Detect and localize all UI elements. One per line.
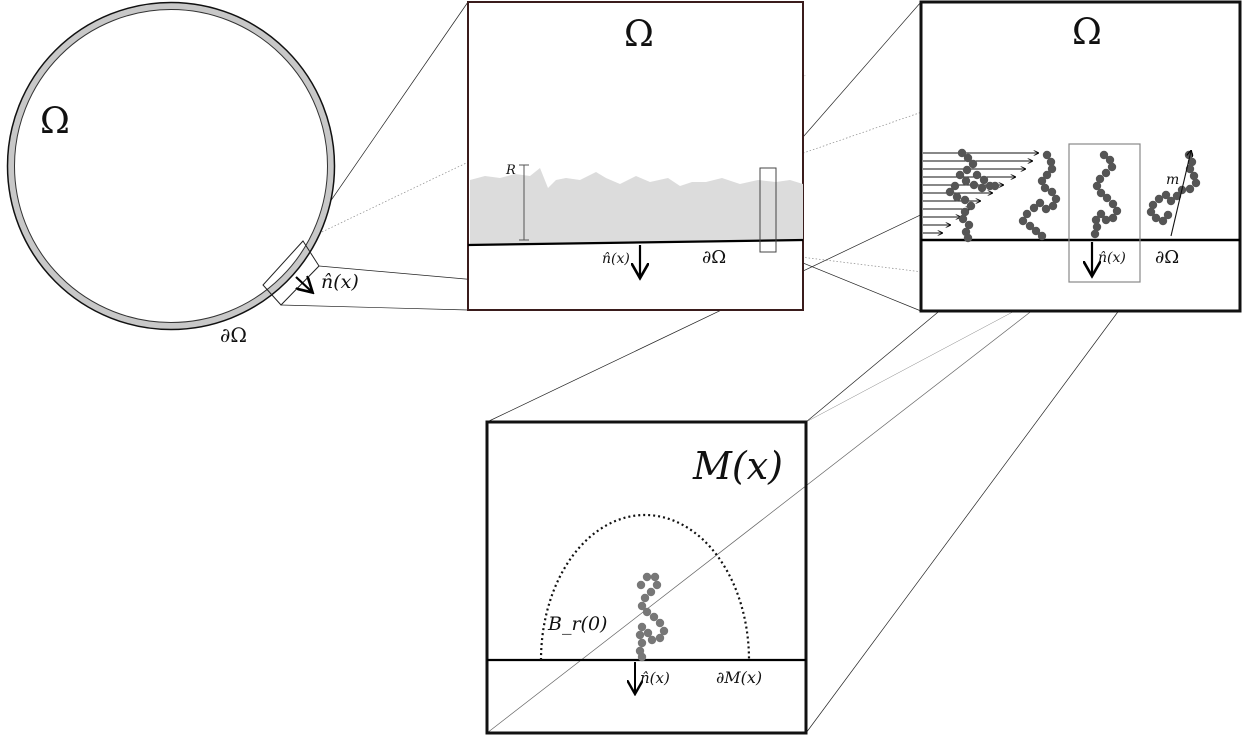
panel-polymer-chains: Ω m n̂(x) ∂Ω: [919, 0, 1242, 313]
normal-arrow: [295, 277, 311, 291]
panel4-frame: [485, 420, 808, 735]
ball-boundary: [539, 513, 751, 661]
domain-label: Ω: [624, 14, 654, 55]
normal-label: n̂(x): [321, 271, 359, 293]
zoom-box-rect: [262, 240, 320, 306]
polymer-chain-single: [635, 572, 669, 662]
ball-label: B_r(0): [547, 613, 607, 635]
normal-label: n̂(x): [640, 669, 670, 687]
boundary-label: ∂Ω: [1155, 247, 1179, 268]
domain-circle-outline: [6, 1, 336, 331]
panel-circle-domain: Ω n̂(x) ∂Ω: [6, 1, 359, 347]
panel2-boundary-line: [467, 238, 804, 247]
domain-label: Ω: [40, 101, 70, 142]
panel-rough-surface: Ω R n̂(x) ∂Ω: [467, 1, 804, 311]
velocity-profile-arrows: [923, 153, 1038, 233]
panel2-frame: [467, 1, 804, 311]
normal-label: n̂(x): [602, 251, 630, 267]
domain-label: M(x): [692, 444, 783, 488]
boundary-label: ∂Ω: [220, 323, 247, 347]
roughness-label: R: [505, 163, 516, 178]
polymer-chain-3: [1090, 150, 1122, 239]
domain-circle-wall: [7, 2, 335, 330]
chain-length-label: m: [1166, 172, 1179, 188]
adsorbed-layer: [470, 168, 803, 245]
boundary-label: ∂Ω: [702, 247, 726, 268]
zoom-box-rect-2: [759, 167, 777, 253]
polymer-chain-1: [945, 148, 1000, 243]
zoom-box-rect-3: [1068, 143, 1141, 283]
chain-end-vector: [1170, 151, 1191, 237]
normal-label: n̂(x): [1098, 250, 1126, 266]
polymer-chain-2: [1018, 150, 1061, 241]
domain-circle-inner: [14, 9, 328, 323]
boundary-label: ∂M(x): [716, 668, 762, 687]
domain-label: Ω: [1072, 12, 1102, 53]
panel-local-domain: M(x) B_r(0) n̂(x) ∂M(x): [485, 420, 808, 735]
